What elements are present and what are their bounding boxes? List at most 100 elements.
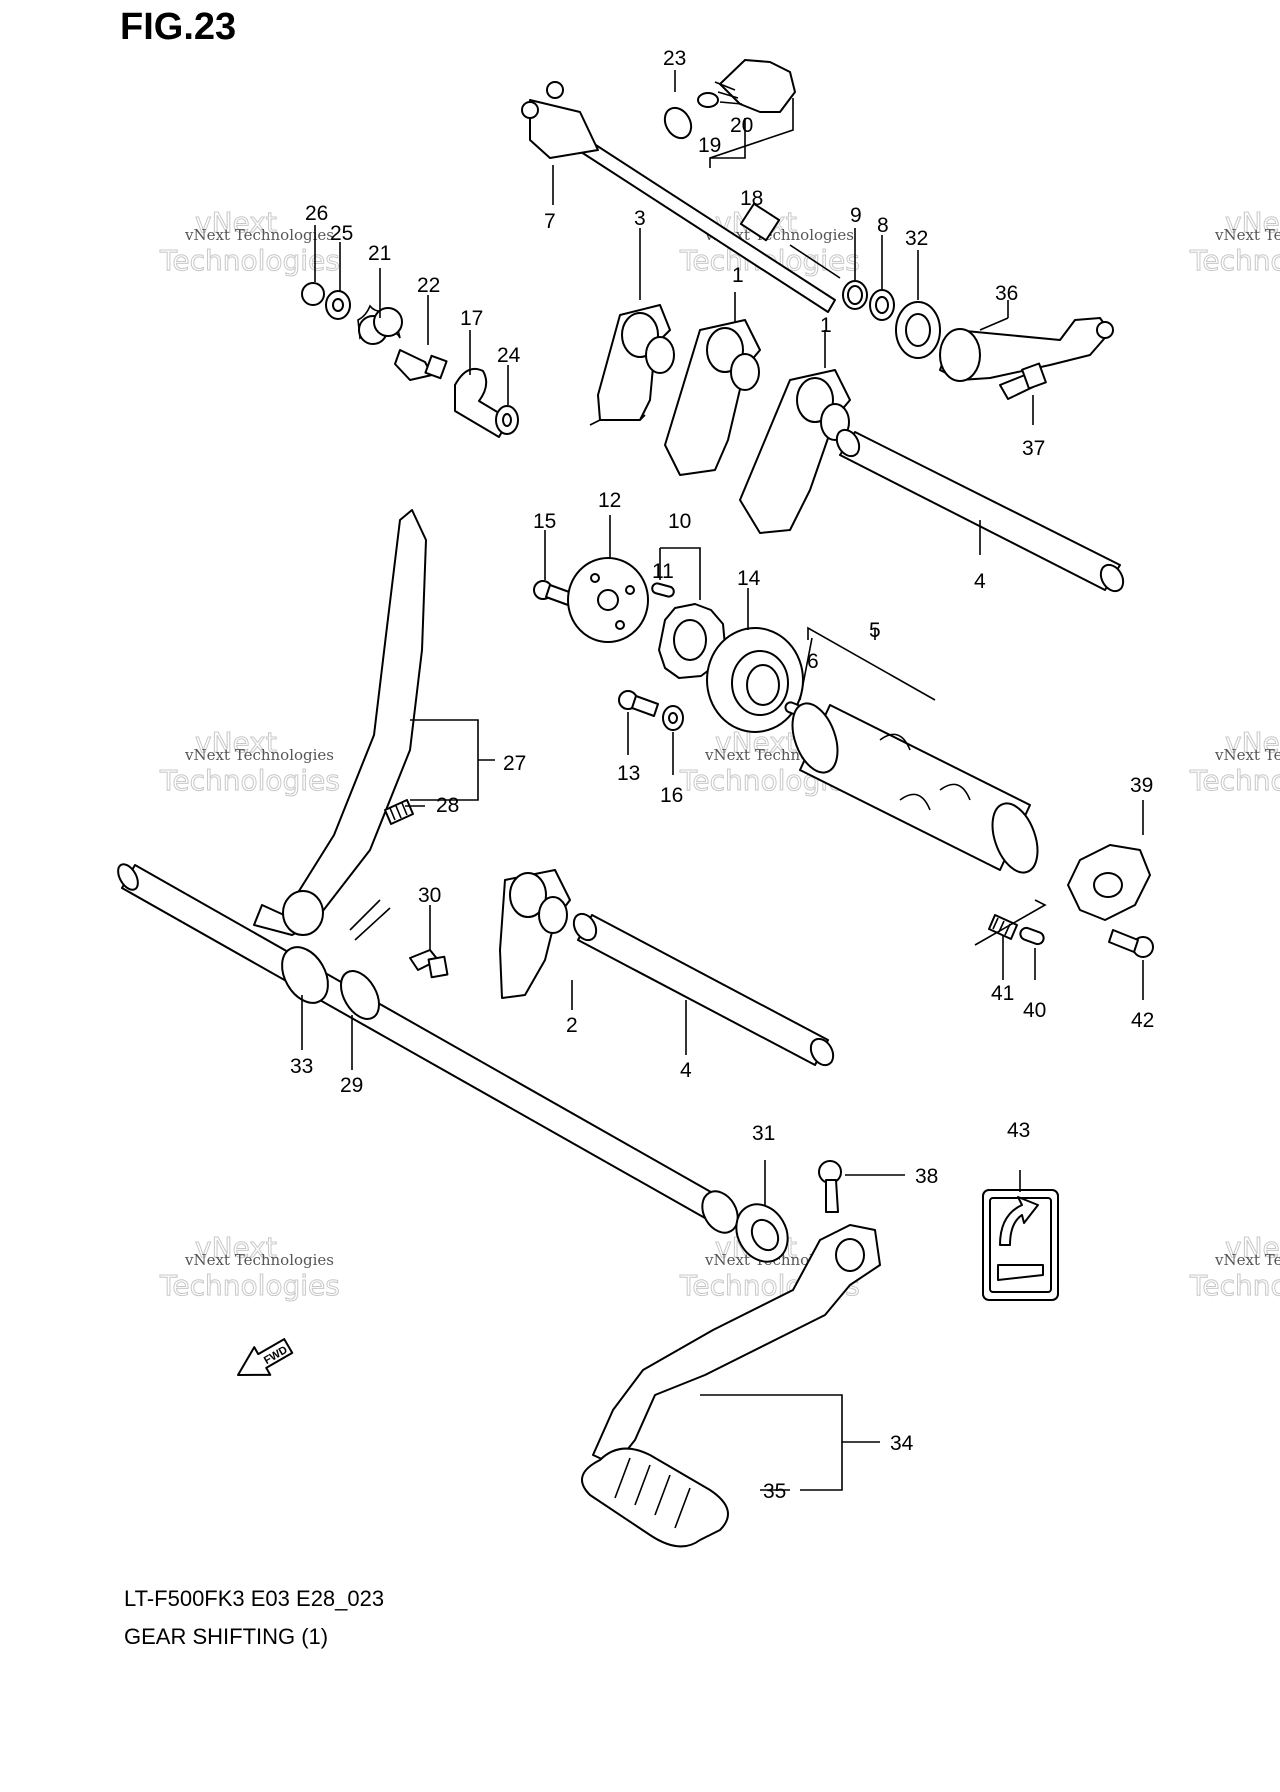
part-22-bolt (394, 349, 448, 381)
callout-23: 23 (663, 47, 686, 70)
part-34-gearshift-lever (592, 1224, 881, 1466)
figure-model-code: LT-F500FK3 E03 E28_023 (124, 1586, 385, 1611)
callout-1a: 1 (732, 264, 744, 287)
part-5-gearshift-cam (791, 702, 1039, 874)
callout-15: 15 (533, 510, 556, 533)
callout-7: 7 (544, 210, 556, 233)
svg-text:vNext: vNext (1225, 1231, 1280, 1264)
callout-26: 26 (305, 202, 328, 225)
callout-1b: 1 (820, 314, 832, 337)
part-42-bolt (1108, 929, 1154, 958)
svg-text:vNext Technologies: vNext Technologies (1214, 1251, 1280, 1269)
svg-text:vNext: vNext (195, 1231, 277, 1264)
leader-lines (301, 70, 1144, 1491)
callout-41: 41 (991, 982, 1014, 1005)
callout-40: 40 (1023, 999, 1046, 1022)
callout-35: 35 (763, 1480, 786, 1503)
svg-text:vNext: vNext (195, 206, 277, 239)
part-27-gearshift-shaft-assembly (117, 509, 739, 1234)
callout-10: 10 (668, 510, 691, 533)
part-35-rubber (581, 1447, 729, 1548)
part-7-gearshift-shaft (521, 81, 841, 313)
callout-22: 22 (417, 274, 440, 297)
svg-text:vNext Technologies: vNext Technologies (184, 226, 334, 244)
part-4-fork-shaft (572, 912, 835, 1067)
callout-14: 14 (737, 567, 761, 590)
part-4-fork-shaft (835, 428, 1125, 593)
callout-11: 11 (652, 560, 674, 583)
watermark: vNext vNext Technologies Technologies (1189, 206, 1280, 278)
callout-39: 39 (1130, 774, 1153, 797)
part-11-pin (651, 582, 675, 598)
part-16-washer (662, 705, 684, 731)
svg-text:Technologies: Technologies (159, 1269, 340, 1302)
callout-27: 27 (503, 752, 526, 775)
callout-25: 25 (330, 222, 353, 245)
callout-34: 34 (890, 1432, 914, 1455)
callout-30: 30 (418, 884, 441, 907)
part-1-shift-fork (664, 319, 761, 476)
part-3-shift-fork (589, 304, 675, 426)
figure-title: FIG.23 (120, 6, 237, 48)
part-13-bolt (618, 690, 659, 717)
svg-text:Technologies: Technologies (1189, 244, 1280, 277)
watermark: vNext vNext Technologies Technologies (159, 206, 341, 278)
callout-2: 2 (566, 1014, 578, 1037)
callout-33: 33 (290, 1055, 313, 1078)
part-12-cam-stopper-plate (567, 557, 649, 643)
svg-text:vNext Technologies: vNext Technologies (1214, 226, 1280, 244)
callout-16: 16 (660, 784, 683, 807)
part-40-pin (1019, 926, 1045, 946)
callout-5: 5 (869, 619, 881, 642)
callout-labels: 23 20 19 18 7 3 1 1 9 8 32 36 37 26 25 2… (290, 47, 1154, 1503)
part-24-washer (495, 405, 519, 435)
callout-42: 42 (1131, 1009, 1154, 1032)
svg-text:Technologies: Technologies (159, 764, 340, 797)
callout-29: 29 (340, 1074, 363, 1097)
callout-4b: 4 (680, 1059, 692, 1082)
fwd-arrow-icon: FWD (237, 1338, 294, 1376)
callout-36: 36 (995, 282, 1018, 305)
callout-24: 24 (497, 344, 521, 367)
part-37-bolt (999, 362, 1047, 400)
watermark: vNext vNext Technologies Technologies (1189, 1231, 1280, 1303)
watermark: vNext vNext Technologies Technologies (159, 726, 341, 798)
callout-13: 13 (617, 762, 640, 785)
callout-28: 28 (436, 794, 459, 817)
callout-17: 17 (460, 307, 483, 330)
callout-20: 20 (730, 114, 753, 137)
part-38-bolt (818, 1160, 842, 1213)
part-25-washer (325, 290, 351, 320)
callout-37: 37 (1022, 437, 1045, 460)
svg-text:Technologies: Technologies (1189, 1269, 1280, 1302)
callout-18: 18 (740, 187, 763, 210)
part-21-spring (357, 304, 403, 345)
part-43-label (982, 1189, 1059, 1301)
callout-4a: 4 (974, 570, 986, 593)
part-9-circlip (842, 280, 868, 310)
part-39-cam-stopper (1067, 844, 1151, 921)
part-33-oil-seal (281, 946, 329, 1004)
callout-31: 31 (752, 1122, 775, 1145)
part-10-cam-driven-gear (658, 603, 726, 679)
part-29-spring (340, 899, 391, 1020)
svg-text:vNext Technologies: vNext Technologies (184, 746, 334, 764)
part-26-nut (301, 282, 325, 306)
svg-text:Technologies: Technologies (1189, 764, 1280, 797)
watermark: vNext vNext Technologies Technologies (159, 1231, 341, 1303)
svg-text:vNext: vNext (1225, 206, 1280, 239)
part-1-shift-fork (739, 369, 851, 534)
part-15-bolt (533, 580, 573, 606)
part-36-gearshift-arm (939, 317, 1114, 382)
callout-12: 12 (598, 489, 621, 512)
callout-9: 9 (850, 204, 862, 227)
callout-6: 6 (807, 650, 819, 673)
callout-21: 21 (368, 242, 391, 265)
figure-subtitle: GEAR SHIFTING (1) (124, 1624, 329, 1649)
part-14-bearing (706, 627, 804, 733)
svg-text:vNext Technologies: vNext Technologies (1214, 746, 1280, 764)
svg-text:Technologies: Technologies (159, 244, 340, 277)
callout-19: 19 (698, 134, 721, 157)
callout-8: 8 (877, 214, 889, 237)
